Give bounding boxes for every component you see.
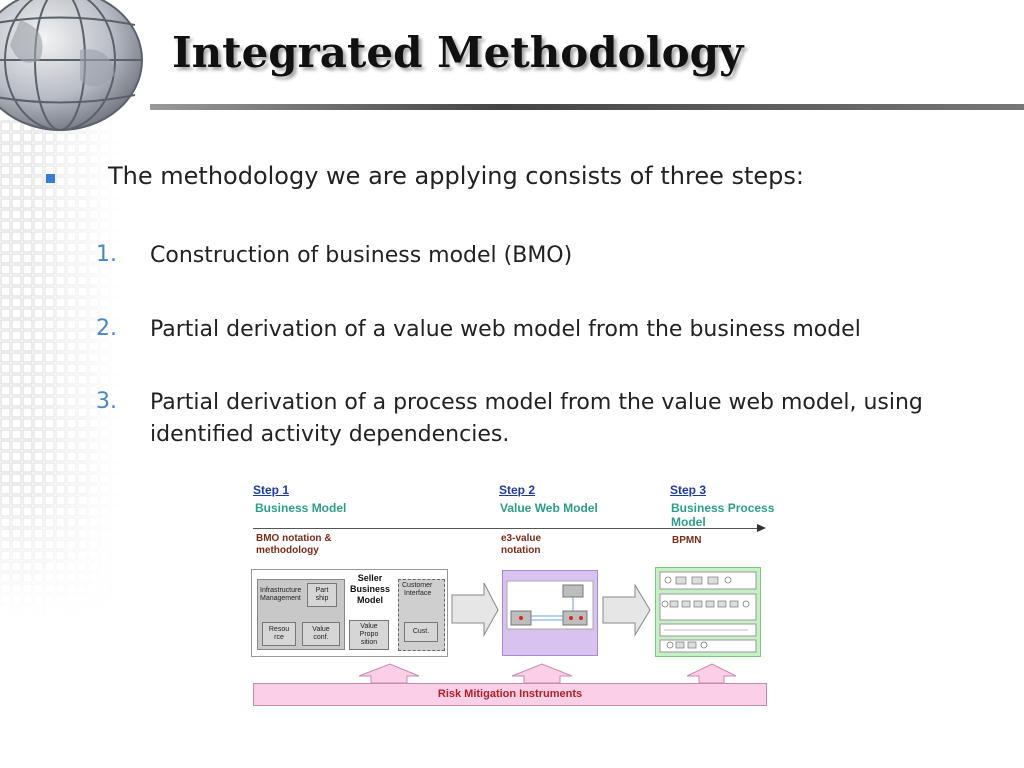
resource-label-line1: Resou (268, 626, 290, 633)
infrastructure-label-line1: Infrastructure (260, 587, 302, 594)
step-1-model-title: Business Model (255, 501, 347, 515)
customer-short-label: Cust. (412, 628, 430, 635)
infrastructure-label-line2: Management (260, 595, 301, 602)
step-3-model-title-line2: Model (671, 515, 706, 529)
step-3-model-title-line1: Business Process (671, 501, 775, 515)
value-proposition-block: Value Propo sition (349, 620, 389, 650)
value-web-model-box (502, 570, 598, 656)
value-prop-label-line1: Value (360, 623, 378, 630)
up-arrow-3-icon (686, 663, 737, 684)
up-arrow-2-icon (511, 663, 573, 684)
risk-mitigation-bar: Risk Mitigation Instruments (253, 683, 767, 706)
customer-label-line2: Interface (404, 590, 432, 597)
step-1-link[interactable]: Step 1 (253, 483, 290, 497)
resource-block: Resou rce (262, 622, 296, 646)
partnership-block: Part ship (307, 583, 337, 607)
step-2-link[interactable]: Step 2 (499, 483, 536, 497)
step-1-note-line1: BMO notation & (256, 533, 332, 544)
value-conf-label-line2: conf. (313, 634, 329, 641)
slide-title: Integrated Methodology (172, 28, 744, 77)
block-arrow-step2-to-3-icon (602, 583, 651, 637)
bpmn-thumbnail (659, 571, 757, 653)
seller-label-line3: Model (357, 595, 383, 605)
globe-icon (0, 0, 143, 131)
item-text-2: Partial derivation of a value web model … (150, 317, 861, 342)
step-2-note-line1: e3-value (501, 533, 542, 544)
value-configuration-block: Value conf. (302, 622, 340, 646)
title-underline (150, 104, 1024, 110)
seller-business-model-label: Seller Business Model (345, 573, 395, 606)
partnership-label-line1: Part (315, 587, 329, 594)
step-3-note: BPMN (672, 535, 702, 546)
item-number-2: 2. (96, 316, 117, 341)
customer-interface-block: Customer Interface Cust. (398, 579, 445, 651)
step-2-note-line2: notation (501, 545, 541, 556)
customer-block: Cust. (404, 622, 438, 642)
item-number-1: 1. (96, 242, 117, 267)
step-3-link[interactable]: Step 3 (670, 483, 707, 497)
seller-label-line1: Seller (357, 573, 383, 583)
timeline-arrowhead-icon (757, 524, 766, 532)
partnership-label-line2: ship (315, 595, 329, 602)
bullet-text: The methodology we are applying consists… (108, 162, 804, 190)
block-arrow-step1-to-2-icon (451, 582, 499, 637)
item-text-1: Construction of business model (BMO) (150, 243, 573, 268)
step-2-model-title: Value Web Model (500, 501, 598, 515)
business-process-model-box (655, 567, 761, 657)
value-prop-label-line3: sition (360, 639, 378, 646)
item-number-3: 3. (96, 389, 117, 414)
seller-label-line2: Business (349, 584, 391, 594)
item-text-3: Partial derivation of a process model fr… (150, 390, 923, 447)
value-web-thumbnail (506, 580, 594, 630)
up-arrow-1-icon (358, 663, 420, 684)
value-conf-label-line1: Value (312, 626, 330, 633)
bullet-square-icon (46, 174, 55, 183)
customer-label-line1: Customer (402, 582, 433, 589)
resource-label-line2: rce (274, 634, 284, 641)
value-prop-label-line2: Propo (359, 631, 379, 638)
timeline-line (253, 528, 759, 529)
step-1-note-line2: methodology (256, 545, 319, 556)
